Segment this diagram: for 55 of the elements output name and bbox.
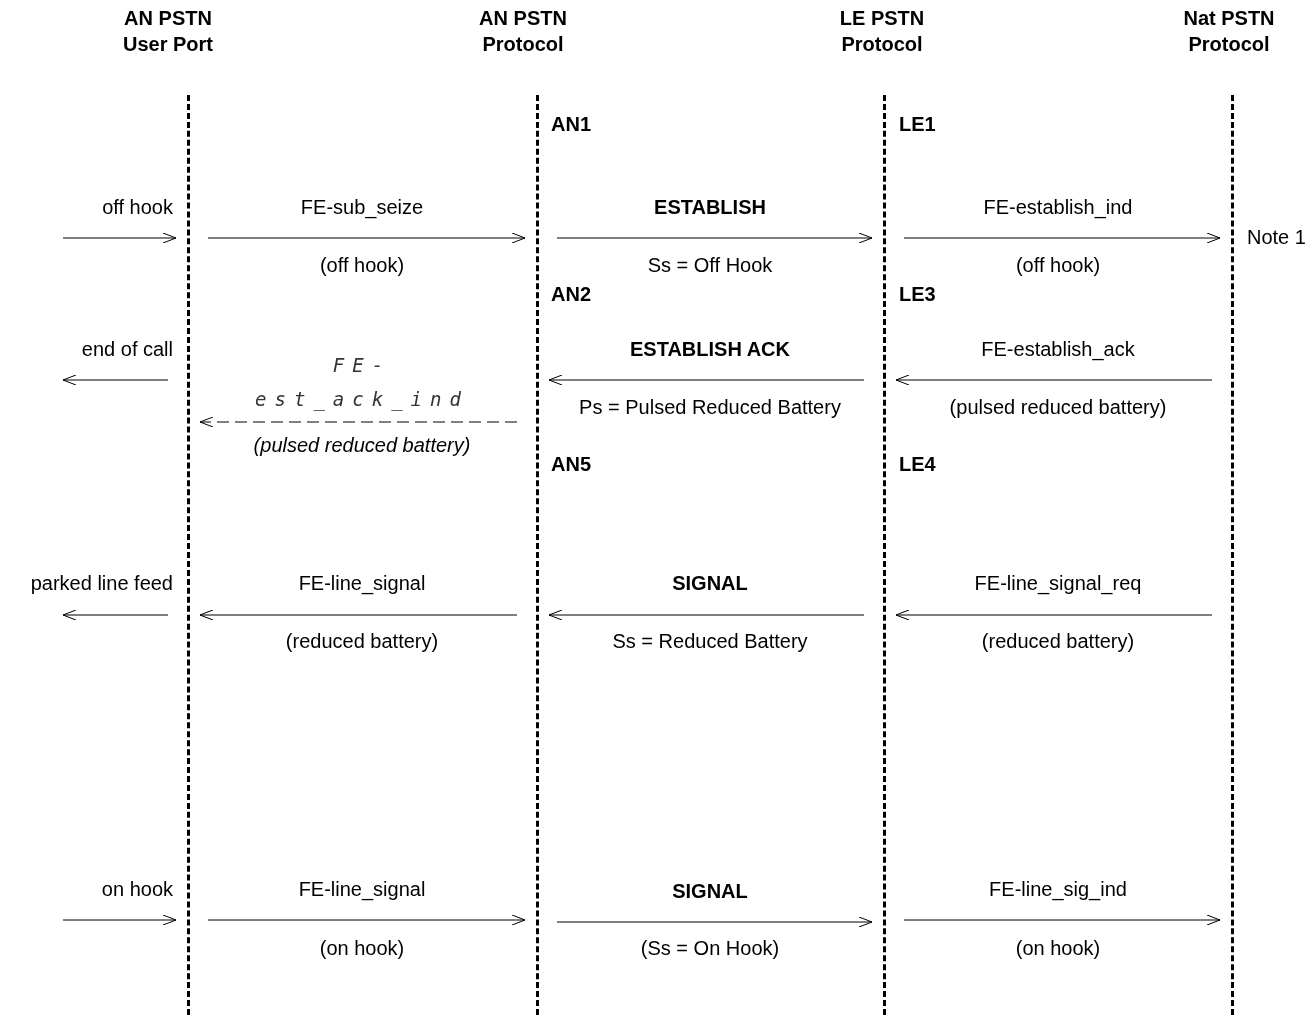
parameter-label: (Ss = On Hook): [640, 936, 780, 960]
parameter-label: (pulsed reduced battery): [949, 395, 1167, 419]
state-label: AN1: [551, 112, 591, 136]
state-label: AN2: [551, 282, 591, 306]
message-arrow: [895, 374, 1213, 386]
parameter-label: (on hook): [1015, 936, 1101, 960]
message-arrow: [903, 232, 1221, 244]
message-label: SIGNAL: [672, 879, 748, 903]
message-label: on hook: [101, 877, 173, 901]
message-label: FE-line_signal: [298, 877, 426, 901]
message-label: FE-line_signal: [298, 571, 426, 595]
parameter-label: Note 1: [1247, 225, 1306, 249]
message-arrow: [903, 914, 1221, 926]
message-arrow: [62, 374, 169, 386]
message-arrow: [556, 232, 873, 244]
parameter-label: (off hook): [319, 253, 405, 277]
message-arrow: [62, 609, 169, 621]
message-arrow: [62, 914, 177, 926]
message-arrow: [548, 609, 865, 621]
parameter-label: Ps = Pulsed Reduced Battery: [579, 395, 841, 419]
lifeline-title: Nat PSTN Protocol: [1182, 6, 1276, 57]
state-label: AN5: [551, 452, 591, 476]
parameter-label: (off hook): [1015, 253, 1101, 277]
message-arrow: [199, 609, 518, 621]
message-label: end of call: [81, 337, 173, 361]
message-arrow: [548, 374, 865, 386]
lifeline-title: AN PSTN User Port: [122, 6, 214, 57]
lifeline-title: LE PSTN Protocol: [838, 6, 926, 57]
message-label: ESTABLISH: [654, 195, 766, 219]
message-arrow: [895, 609, 1213, 621]
parameter-label: (on hook): [319, 936, 405, 960]
state-label: LE1: [899, 112, 936, 136]
message-label: FE- est_ack_ind: [254, 353, 470, 413]
parameter-label: Ss = Off Hook: [647, 253, 773, 277]
message-label: FE-establish_ind: [983, 195, 1133, 219]
message-label: ESTABLISH ACK: [630, 337, 790, 361]
message-arrow: [207, 914, 526, 926]
state-label: LE3: [899, 282, 936, 306]
parameter-label: Ss = Reduced Battery: [612, 629, 808, 653]
message-label: off hook: [102, 195, 173, 219]
parameter-label: (pulsed reduced battery): [253, 433, 471, 457]
parameter-label: (reduced battery): [981, 629, 1135, 653]
parameter-label: (reduced battery): [285, 629, 439, 653]
message-arrow: [199, 416, 518, 428]
message-label: FE-establish_ack: [981, 337, 1135, 361]
message-label: FE-line_sig_ind: [989, 877, 1127, 901]
message-label: FE-sub_seize: [300, 195, 424, 219]
state-label: LE4: [899, 452, 936, 476]
message-label: parked line feed: [30, 571, 173, 595]
message-label: SIGNAL: [672, 571, 748, 595]
message-arrow: [207, 232, 526, 244]
message-arrow: [556, 916, 873, 928]
message-label: FE-line_signal_req: [974, 571, 1142, 595]
lifeline-title: AN PSTN Protocol: [478, 6, 568, 57]
message-arrow: [62, 232, 177, 244]
